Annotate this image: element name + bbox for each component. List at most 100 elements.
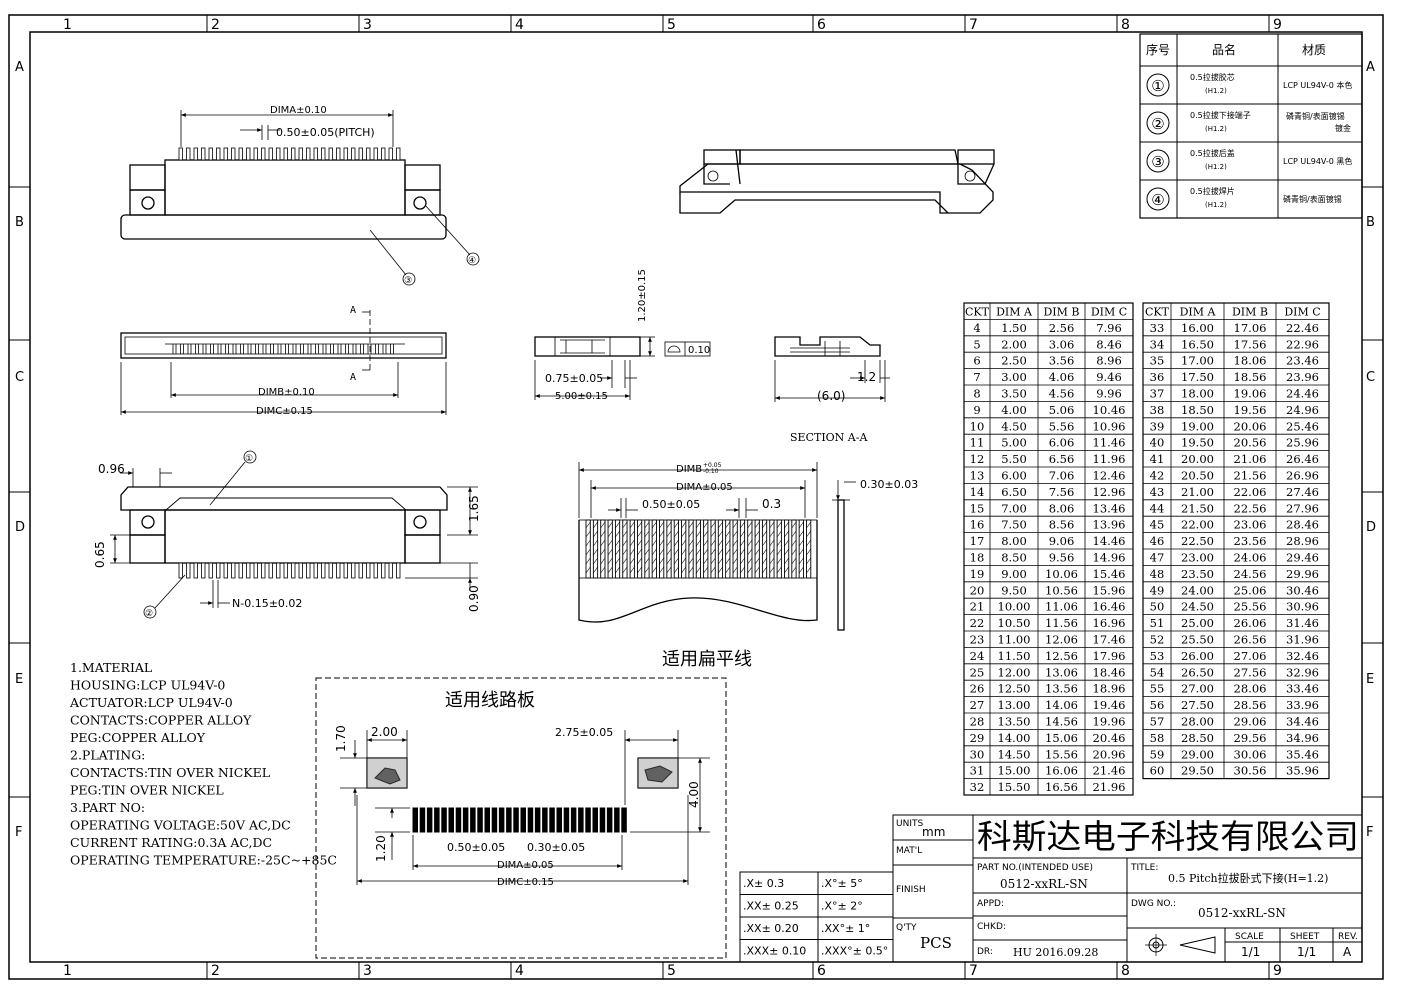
bom-item-name: 0.5拉拔下接端子: [1190, 110, 1251, 120]
ckt-cell: 27.00: [1181, 682, 1214, 696]
ckt-cell: 21.00: [1181, 485, 1214, 499]
ckt-cell: 6: [973, 354, 980, 368]
ckt-cell: 2.56: [1049, 321, 1075, 335]
rev-value: A: [1343, 945, 1352, 959]
appd-label: APPD:: [977, 899, 1004, 909]
ckt-cell: 25.56: [1234, 600, 1267, 614]
ckt-cell: 21.06: [1234, 452, 1267, 466]
ckt-cell: 27.46: [1286, 485, 1319, 499]
dim-c-label: DIMC±0.15: [256, 406, 313, 417]
ckt-cell: 30.96: [1286, 600, 1319, 614]
ckt-header: DIM B: [1043, 306, 1079, 319]
ckt-cell: 18.00: [1181, 387, 1214, 401]
ckt-cell: 19.00: [1181, 419, 1214, 433]
grid-row-label: E: [15, 672, 23, 687]
ckt-cell: 48: [1150, 567, 1165, 581]
ckt-cell: 28.46: [1286, 518, 1319, 532]
ckt-cell: 16.46: [1093, 600, 1126, 614]
ckt-cell: 19.56: [1234, 403, 1267, 417]
ckt-cell: 21: [970, 600, 985, 614]
grid-col-label: 2: [211, 17, 220, 33]
ckt-cell: 16.56: [1045, 780, 1078, 794]
ckt-header: DIM C: [1091, 306, 1127, 319]
ckt-cell: 33: [1150, 321, 1165, 335]
note-line: OPERATING VOLTAGE:50V AC,DC: [70, 818, 291, 833]
dwg-no-label: DWG NO.:: [1131, 899, 1176, 909]
ckt-cell: 46: [1150, 534, 1165, 548]
ckt-cell: 10: [970, 419, 985, 433]
dim-a-label: DIMA±0.10: [270, 105, 327, 116]
ckt-cell: 52: [1150, 633, 1165, 647]
fpc-dima-label: DIMA±0.05: [676, 482, 733, 493]
ckt-cell: 34.46: [1286, 715, 1319, 729]
ckt-cell: 13.06: [1045, 665, 1078, 679]
ckt-cell: 28.50: [1181, 731, 1214, 745]
ckt-cell: 23.56: [1234, 534, 1267, 548]
ckt-cell: 22.96: [1286, 337, 1319, 351]
ckt-cell: 11.06: [1045, 600, 1078, 614]
ckt-cell: 31.96: [1286, 633, 1319, 647]
front-view: [120, 110, 480, 286]
dim-165-label: 1.65: [467, 495, 481, 522]
ckt-cell: 30: [970, 747, 985, 761]
ckt-cell: 26.46: [1286, 452, 1319, 466]
bom-item-material: 磷青铜/表面镀锡: [1286, 111, 1345, 121]
ckt-cell: 25.46: [1286, 419, 1319, 433]
ckt-cell: 26.00: [1181, 649, 1214, 663]
ckt-cell: 35.46: [1286, 747, 1319, 761]
grid-row-label: B: [1366, 215, 1375, 230]
top-view: [120, 310, 447, 415]
ckt-cell: 13.46: [1093, 501, 1126, 515]
ckt-cell: 34: [1150, 337, 1165, 351]
scale-label: SCALE: [1235, 932, 1264, 942]
ckt-cell: 49: [1150, 583, 1165, 597]
ckt-cell: 23.96: [1286, 370, 1319, 384]
ckt-cell: 2.50: [1001, 354, 1027, 368]
grid-row-label: B: [15, 215, 24, 230]
part-no-label: PART NO.(INTENDED USE): [977, 863, 1093, 873]
grid-col-label: 1: [63, 963, 72, 979]
ckt-cell: 25.50: [1181, 633, 1214, 647]
ckt-cell: 25: [970, 665, 985, 679]
ckt-cell: 56: [1150, 698, 1165, 712]
ckt-cell: 28.56: [1234, 698, 1267, 712]
ckt-cell: 33.96: [1286, 698, 1319, 712]
ckt-cell: 26.96: [1286, 469, 1319, 483]
section-view: [774, 336, 890, 402]
ckt-cell: 33.46: [1286, 682, 1319, 696]
ckt-cell: 3.56: [1049, 354, 1075, 368]
units-value: mm: [922, 825, 945, 839]
ckt-cell: 17.56: [1234, 337, 1267, 351]
fpc-fingers: [585, 519, 812, 579]
ckt-cell: 23.00: [1181, 551, 1214, 565]
note-line: PEG:COPPER ALLOY: [70, 730, 206, 745]
ckt-cell: 15.96: [1093, 583, 1126, 597]
ckt-cell: 5: [973, 337, 980, 351]
ckt-cell: 8.46: [1096, 337, 1122, 351]
fpc-dimb-label: DIMB: [676, 464, 702, 475]
ckt-cell: 12.50: [998, 682, 1031, 696]
ckt-cell: 12.00: [998, 665, 1031, 679]
part-no-value: 0512-xxRL-SN: [1000, 877, 1088, 891]
ckt-cell: 12.56: [1045, 649, 1078, 663]
note-line: CURRENT RATING:0.3A AC,DC: [70, 835, 272, 850]
ckt-cell: 21.46: [1093, 764, 1126, 778]
ckt-cell: 15.46: [1093, 567, 1126, 581]
ckt-cell: 43: [1150, 485, 1165, 499]
title-block: [892, 814, 1363, 963]
grid-col-label: 3: [363, 17, 372, 33]
title-value: 0.5 Pitch拉拔卧式下接(H=1.2): [1168, 871, 1328, 885]
ckt-cell: 19: [970, 567, 985, 581]
section-60-label: (6.0): [817, 389, 845, 403]
ckt-cell: 13.56: [1045, 682, 1078, 696]
front-view-pins: [178, 147, 401, 161]
ckt-cell: 10.50: [998, 616, 1031, 630]
ckt-cell: 41: [1150, 452, 1165, 466]
ckt-cell: 16.50: [1181, 337, 1214, 351]
ckt-cell: 14.46: [1093, 534, 1126, 548]
bom-item-number: ③: [1151, 153, 1164, 171]
ckt-cell: 29.00: [1181, 747, 1214, 761]
ckt-cell: 20: [970, 583, 985, 597]
